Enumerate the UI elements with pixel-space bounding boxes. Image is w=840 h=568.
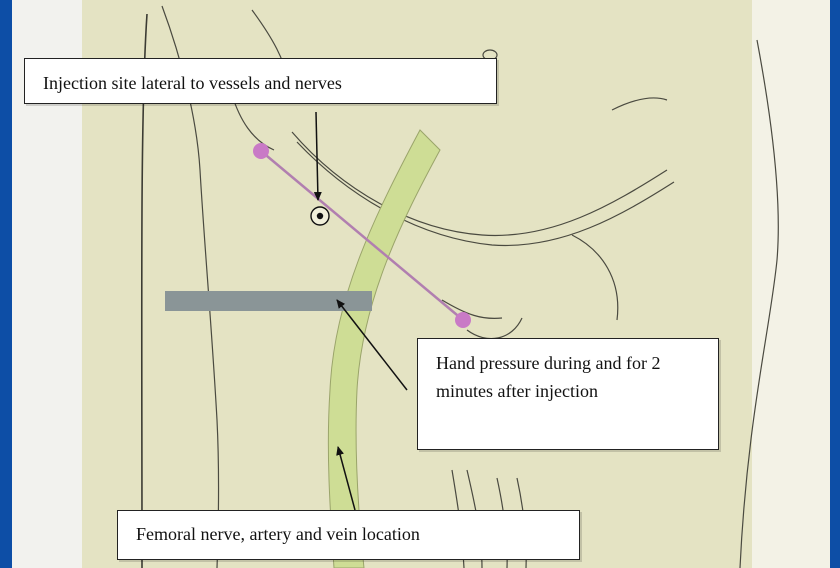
illustration-panel: Injection site lateral to vessels and ne… [12, 0, 830, 568]
injection-site-label: Injection site lateral to vessels and ne… [24, 58, 497, 104]
asis-landmark-dot [253, 143, 269, 159]
pubic-landmark-dot [455, 312, 471, 328]
hand-pressure-label: Hand pressure during and for 2 minutes a… [417, 338, 719, 450]
femoral-location-label: Femoral nerve, artery and vein location [117, 510, 580, 560]
injection-site-dot [317, 213, 323, 219]
hand-pressure-bar [165, 291, 372, 311]
right-page-margin [752, 0, 830, 568]
